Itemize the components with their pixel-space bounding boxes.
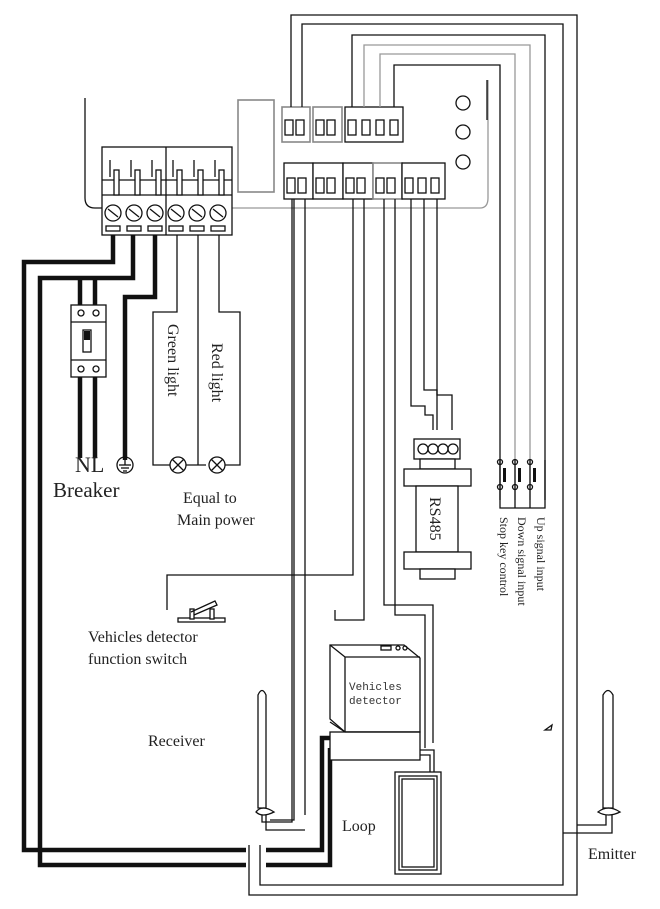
rs485-module bbox=[403, 438, 472, 580]
screw-icon bbox=[104, 204, 122, 222]
terminal-tab bbox=[105, 225, 121, 232]
terminal-pin bbox=[218, 169, 225, 196]
led-indicator bbox=[455, 95, 471, 111]
power-wires bbox=[21, 235, 340, 868]
terminal-tab bbox=[189, 225, 205, 232]
red-light-label: Red light bbox=[208, 343, 225, 403]
receiver-label: Receiver bbox=[148, 733, 206, 750]
screw-slot bbox=[149, 208, 161, 218]
bottom-connectors bbox=[283, 162, 446, 200]
screw-icon bbox=[125, 204, 143, 222]
connector-slot bbox=[386, 177, 396, 194]
vehicles-detector-label-1: Vehicles bbox=[349, 682, 402, 694]
connector-slot bbox=[389, 119, 399, 136]
connector-slot bbox=[315, 119, 325, 136]
vd-switch-label-2: function switch bbox=[88, 651, 187, 668]
top-connectors bbox=[281, 106, 404, 143]
terminal-tab bbox=[126, 225, 142, 232]
screw-slot bbox=[128, 208, 140, 218]
button-contact bbox=[511, 483, 519, 491]
green-lamp-icon bbox=[169, 456, 187, 474]
screw-slot bbox=[170, 208, 182, 218]
push-button-icon bbox=[503, 468, 506, 482]
connector-slot bbox=[361, 119, 371, 136]
breaker bbox=[70, 304, 107, 378]
screw-icon bbox=[209, 204, 227, 222]
main-power-label: Main power bbox=[177, 512, 255, 529]
led-indicator bbox=[455, 154, 471, 170]
connector-slot bbox=[297, 177, 307, 194]
connector-slot bbox=[284, 119, 294, 136]
receiver-post bbox=[255, 199, 305, 831]
relay-block bbox=[237, 99, 275, 193]
connector-slot bbox=[356, 177, 366, 194]
terminal-tab bbox=[210, 225, 226, 232]
screw-slot bbox=[107, 208, 119, 218]
vd-switch-label-1: Vehicles detector bbox=[88, 629, 198, 646]
screw-icon bbox=[188, 204, 206, 222]
connector-slot bbox=[345, 177, 355, 194]
stop-key-label: Stop key control bbox=[497, 517, 511, 597]
traffic-lights bbox=[152, 235, 241, 474]
power-terminal-block bbox=[101, 146, 233, 236]
button-contact bbox=[496, 483, 504, 491]
button-contact bbox=[526, 458, 534, 466]
screw-icon bbox=[167, 204, 185, 222]
connector-slot bbox=[430, 177, 440, 194]
connector-slot bbox=[404, 177, 414, 194]
top-wires bbox=[248, 14, 578, 896]
connector-slot bbox=[286, 177, 296, 194]
loop-label: Loop bbox=[342, 818, 376, 835]
red-lamp-icon bbox=[208, 456, 226, 474]
emitter-label: Emitter bbox=[588, 846, 637, 863]
nl-label: NL bbox=[75, 452, 104, 477]
equal-to-label: Equal to bbox=[183, 490, 237, 507]
terminal-pin bbox=[155, 169, 162, 196]
signal-wires bbox=[166, 199, 453, 821]
push-buttons bbox=[496, 458, 546, 509]
terminal-pin bbox=[113, 169, 120, 196]
screw-slot bbox=[191, 208, 203, 218]
connector-slot bbox=[295, 119, 305, 136]
push-button-icon bbox=[533, 468, 536, 482]
vd-function-switch bbox=[177, 600, 226, 623]
connector-slot bbox=[347, 119, 357, 136]
connector-slot bbox=[326, 119, 336, 136]
terminal-pin bbox=[134, 169, 141, 196]
down-signal-label: Down signal input bbox=[515, 517, 529, 606]
push-button-icon bbox=[518, 468, 521, 482]
terminal-tab bbox=[147, 225, 163, 232]
led-indicator bbox=[455, 124, 471, 140]
terminal-pin bbox=[197, 169, 204, 196]
terminal-pin bbox=[176, 169, 183, 196]
controller-board bbox=[84, 80, 489, 209]
screw-icon bbox=[146, 204, 164, 222]
loop bbox=[394, 749, 442, 875]
connector-slot bbox=[375, 119, 385, 136]
labels: Green light Red light NL Breaker Equal t… bbox=[53, 324, 637, 863]
button-contact bbox=[511, 458, 519, 466]
connector-slot bbox=[315, 177, 325, 194]
up-signal-label: Up signal input bbox=[534, 517, 548, 592]
green-light-label: Green light bbox=[164, 324, 181, 397]
emitter-post bbox=[542, 689, 622, 834]
connector-slot bbox=[375, 177, 385, 194]
screw-slot bbox=[212, 208, 224, 218]
terminal-tab bbox=[168, 225, 184, 232]
rs485-label: RS485 bbox=[426, 497, 443, 541]
breaker-label: Breaker bbox=[53, 478, 119, 502]
button-contact bbox=[526, 483, 534, 491]
vehicles-detector-label-2: detector bbox=[349, 696, 402, 708]
button-contact bbox=[496, 458, 504, 466]
connector-slot bbox=[417, 177, 427, 194]
vehicles-detector bbox=[329, 644, 421, 761]
connector-slot bbox=[326, 177, 336, 194]
ground-icon bbox=[116, 456, 134, 474]
